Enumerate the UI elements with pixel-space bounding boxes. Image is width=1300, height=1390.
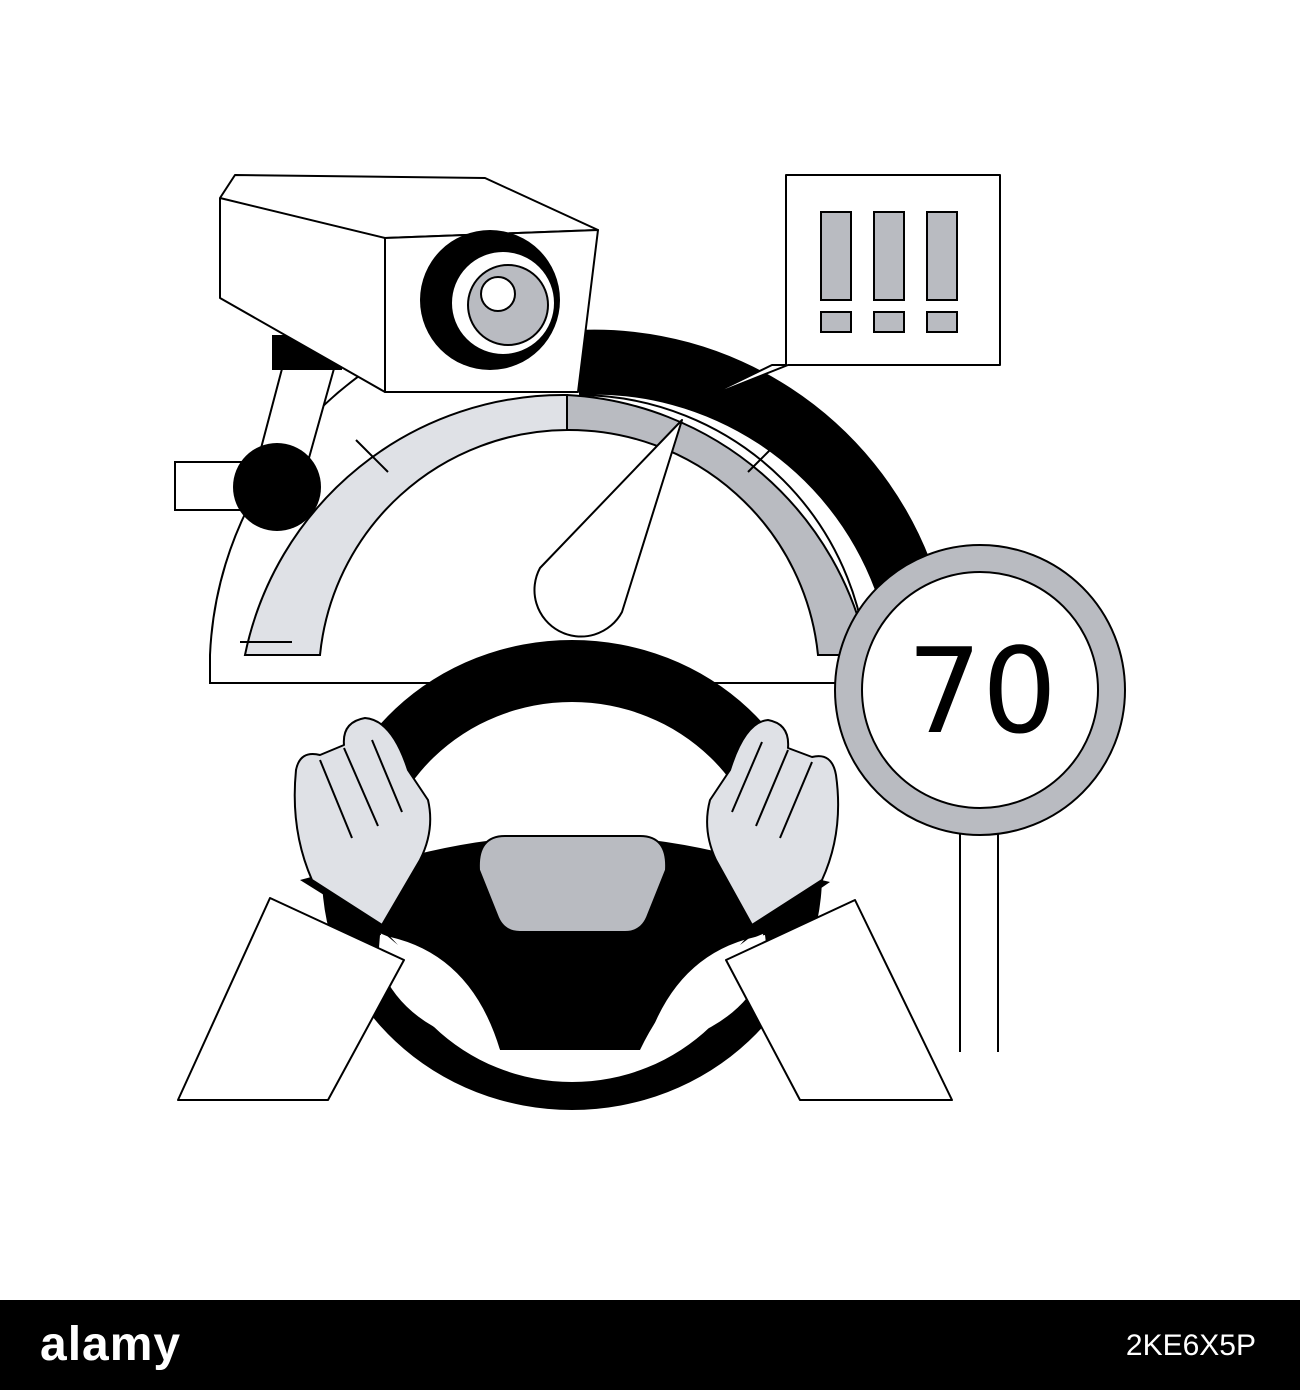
- stock-watermark-bar: alamy 2KE6X5P: [0, 1300, 1300, 1390]
- speeding-illustration: !!! 70: [0, 0, 1126, 1110]
- exclamation-marks: [820, 211, 958, 333]
- right-finger-line: [755, 749, 789, 827]
- left-hand: [293, 717, 432, 926]
- right-finger-line: [731, 741, 763, 813]
- left-cuff: [300, 872, 398, 945]
- right-hand: [706, 719, 840, 926]
- stock-logo: alamy: [40, 1318, 182, 1371]
- warning-text: !!!: [0, 0, 2, 1]
- left-finger-line: [319, 759, 353, 839]
- right-cuff: [740, 875, 830, 945]
- tick-mark: [747, 439, 781, 473]
- camera-edge: [219, 197, 386, 239]
- left-finger-line: [371, 739, 403, 813]
- cctv-camera-icon: [174, 174, 599, 531]
- camera-lens-center: [480, 276, 516, 312]
- right-finger-line: [779, 761, 813, 839]
- sign-face: [861, 571, 1099, 809]
- speedometer-icon: [209, 329, 930, 684]
- speedometer-needle: [533, 419, 683, 638]
- warning-bubble-icon: !!!: [0, 0, 1001, 401]
- left-sleeve: [177, 897, 405, 1101]
- speedometer-outer-rim: [578, 329, 930, 590]
- speed-limit-sign-icon: 70: [834, 544, 1126, 1052]
- steering-wheel-spoke-left: [378, 935, 500, 1050]
- tick-mark: [355, 439, 389, 473]
- speed-arc-high: [566, 393, 870, 656]
- left-finger-line: [343, 747, 379, 827]
- camera-joint: [233, 443, 321, 531]
- speed-limit-value: 70: [907, 622, 1057, 760]
- steering-wheel-hub: [335, 835, 810, 1050]
- stock-image-id: 2KE6X5P: [1125, 1329, 1256, 1362]
- right-sleeve: [725, 899, 953, 1101]
- hands-icon: [177, 717, 953, 1101]
- dashboard-base: [209, 343, 870, 684]
- horn-pad: [477, 835, 668, 933]
